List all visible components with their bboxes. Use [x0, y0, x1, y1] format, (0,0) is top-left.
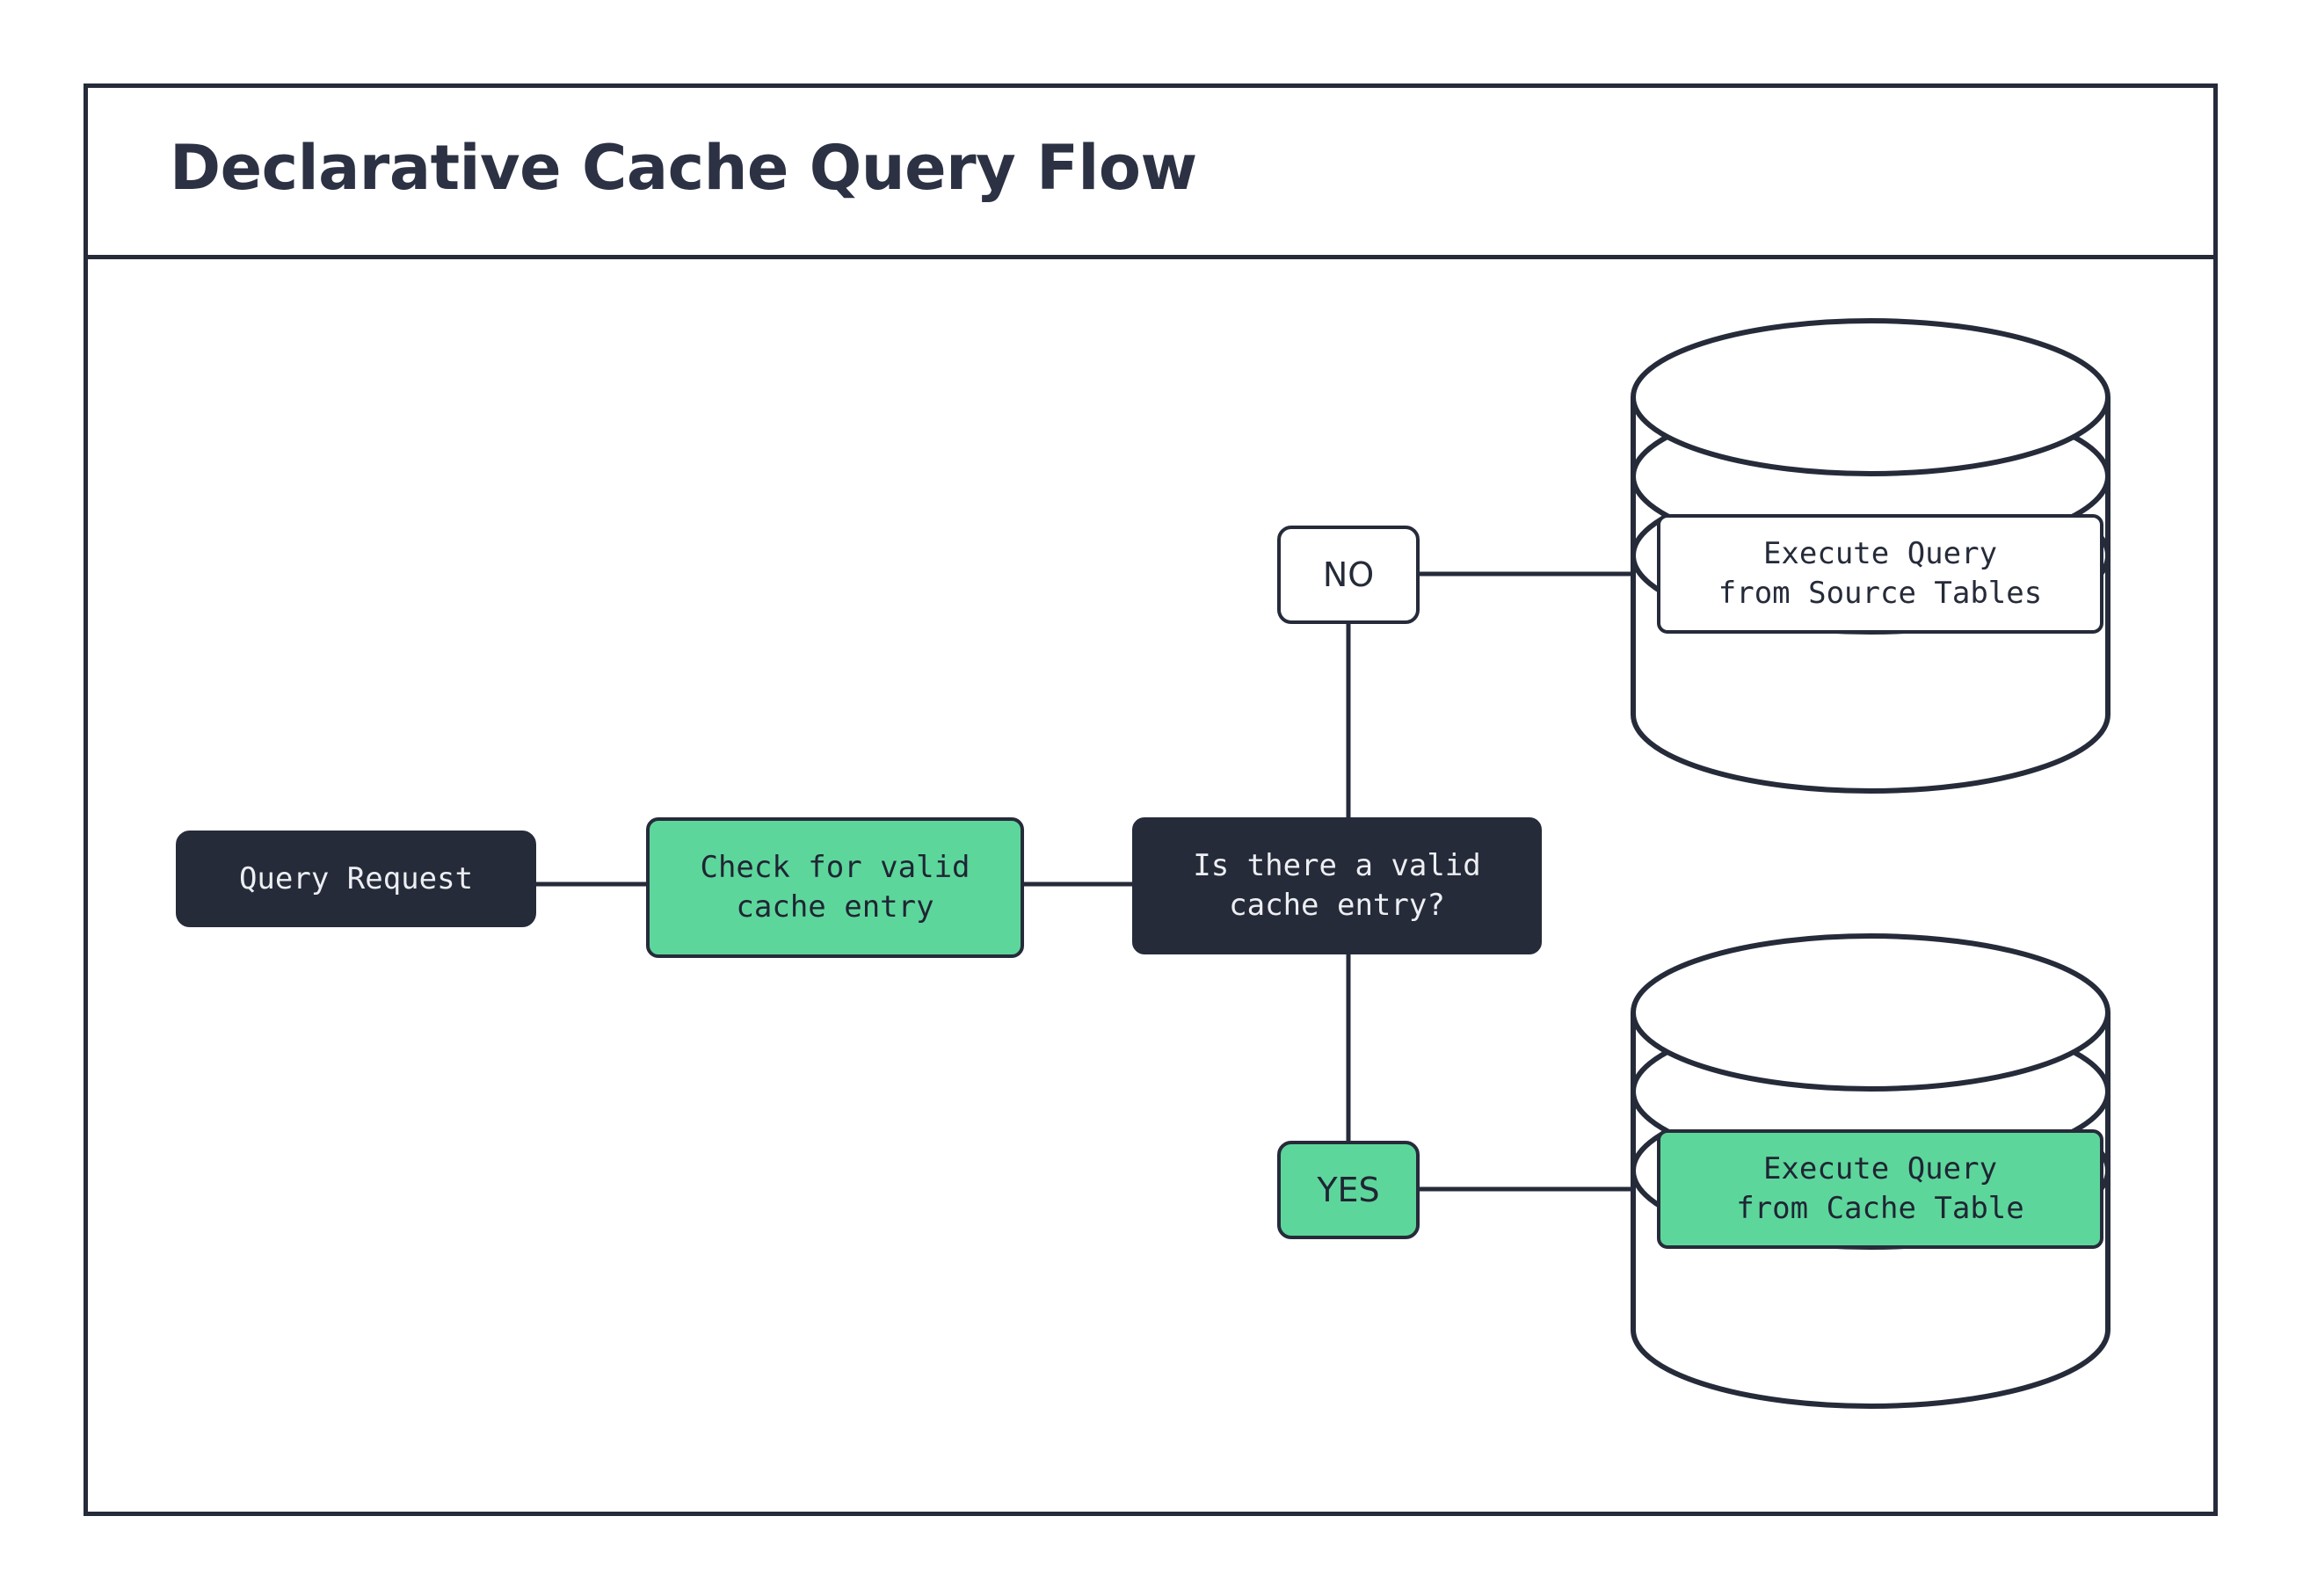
node-decision-valid-cache-entry[interactable]: Is there a valid cache entry?	[1132, 817, 1542, 954]
node-execute-query-from-cache-table[interactable]: Execute Query from Cache Table	[1657, 1129, 2103, 1249]
diagram-header-bar	[84, 83, 2218, 259]
node-query-request[interactable]: Query Request	[176, 831, 536, 927]
node-execute-query-from-source-tables[interactable]: Execute Query from Source Tables	[1657, 514, 2103, 634]
page-title: Declarative Cache Query Flow	[170, 132, 1197, 204]
node-check-for-valid-cache-entry[interactable]: Check for valid cache entry	[646, 817, 1024, 958]
diagram-frame	[84, 83, 2218, 1516]
edge-label-yes[interactable]: YES	[1277, 1141, 1420, 1239]
edge-label-no[interactable]: NO	[1277, 526, 1420, 624]
